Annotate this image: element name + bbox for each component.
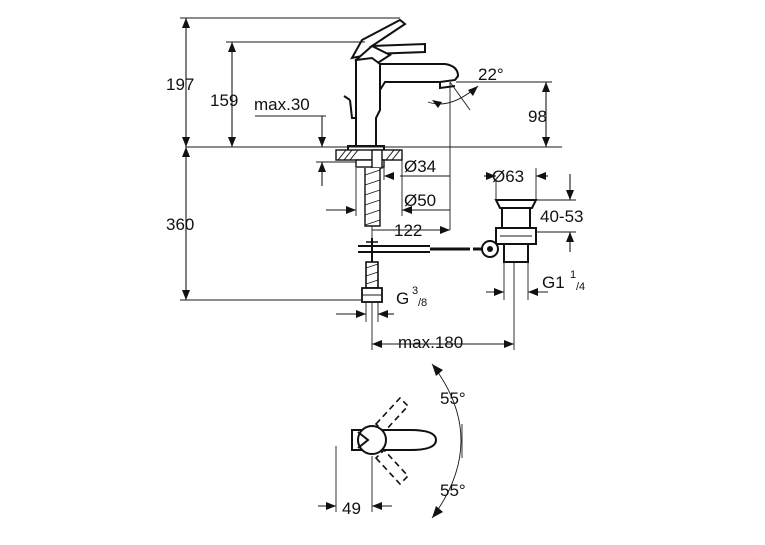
svg-text:/4: /4 [576,281,585,293]
label-max180: max.180 [398,333,463,352]
dim-dia63 [484,168,548,200]
svg-text:G: G [396,289,409,308]
label-159: 159 [210,91,238,110]
label-22deg: 22° [478,65,504,84]
svg-text:G1: G1 [542,273,565,292]
dim-22deg [427,81,479,230]
label-122: 122 [394,221,422,240]
dim-122 [371,226,450,238]
dim-360 [180,147,362,301]
svg-text:/8: /8 [418,297,427,309]
dim-max30 [255,115,356,186]
label-40-53: 40-53 [540,207,583,226]
label-49: 49 [342,499,361,518]
waste-drain [481,199,538,350]
dim-197 [180,17,400,147]
dim-40-53 [536,174,576,252]
label-197: 197 [166,75,194,94]
svg-text:3: 3 [412,285,418,297]
label-dia50: Ø50 [404,191,436,210]
label-55deg-bottom: 55° [440,481,466,500]
label-360: 360 [166,215,194,234]
label-dia34: Ø34 [404,157,436,176]
label-g114: G1 1 /4 [542,269,585,293]
top-view [318,363,463,519]
dim-dia50 [326,160,450,216]
dim-g114 [486,262,548,300]
dim-max180 [371,302,514,350]
label-dia63: Ø63 [492,167,524,186]
dim-159 [226,41,365,147]
mounting-rod [358,149,430,303]
dim-dia34 [383,160,450,180]
faucet-body [343,18,460,153]
svg-text:1: 1 [570,269,576,281]
label-max30: max.30 [254,95,310,114]
label-55deg-top: 55° [440,389,466,408]
dim-98 [456,81,552,147]
dim-g38 [336,302,394,322]
label-g38: G 3 /8 [396,285,427,309]
label-98: 98 [528,107,547,126]
